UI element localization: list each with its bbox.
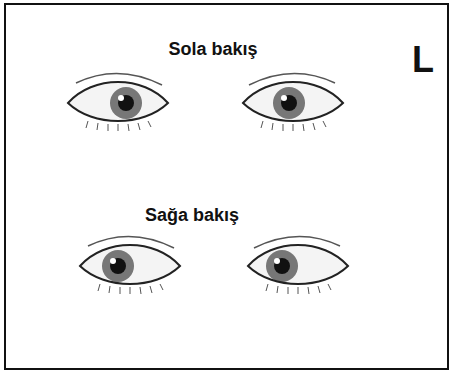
gaze-label: Sağa bakış xyxy=(145,206,239,224)
eye-side-letter: L xyxy=(412,42,434,78)
eye xyxy=(248,236,348,294)
frame xyxy=(5,4,448,369)
eye xyxy=(80,236,180,294)
gaze-label: Sola bakış xyxy=(168,40,257,58)
eye xyxy=(68,63,168,131)
eye xyxy=(243,63,343,131)
